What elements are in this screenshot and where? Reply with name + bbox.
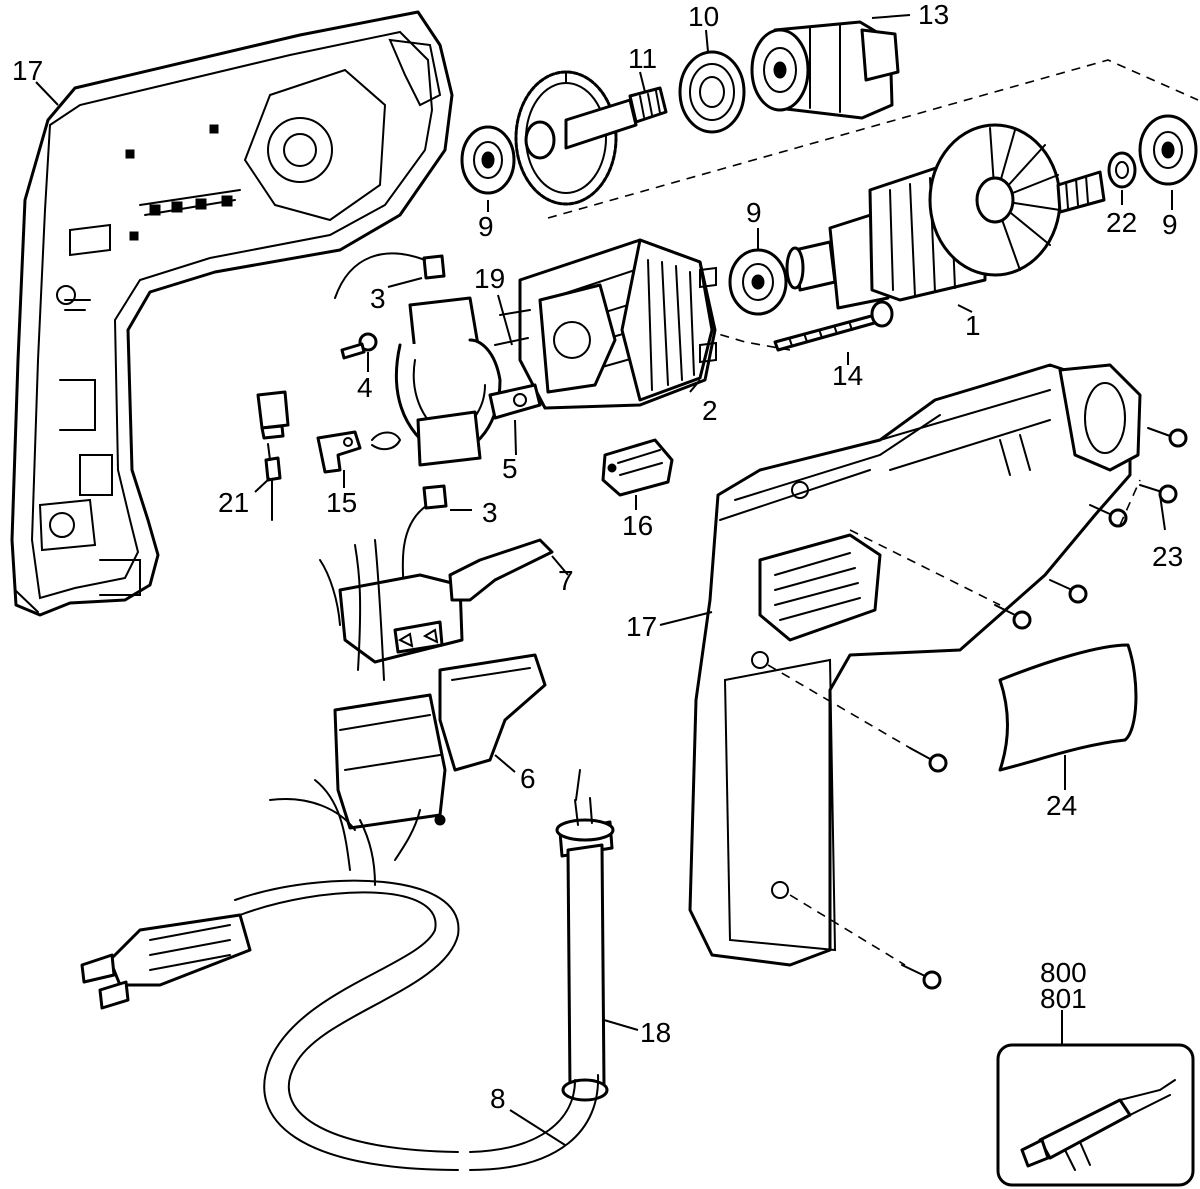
callout-15: 15 <box>326 487 357 518</box>
gear-spindle-11 <box>514 70 668 206</box>
nameplate-24 <box>998 643 1138 772</box>
power-plug <box>80 913 252 1010</box>
bearing-9-left <box>460 125 516 195</box>
callout-23: 23 <box>1152 541 1183 572</box>
leader-lines <box>35 14 1173 1146</box>
brush-clip-15 <box>316 430 402 474</box>
callout-3-upper: 3 <box>370 283 386 314</box>
screw-axis-3 <box>789 894 906 966</box>
callout-labels: 17 9 11 10 13 9 22 9 1 3 19 4 14 2 5 21 … <box>12 0 1183 1114</box>
chuck-13 <box>750 20 900 120</box>
bearing-10 <box>678 50 746 134</box>
assembly-axis-motor <box>704 329 791 351</box>
field-stator-2 <box>494 238 717 410</box>
accessory-inset-800-801 <box>996 1043 1195 1187</box>
brush-holder-5 <box>394 296 542 467</box>
callout-16: 16 <box>622 510 653 541</box>
callout-5: 5 <box>502 453 518 484</box>
armature-1 <box>785 123 1106 310</box>
brush-3-lower <box>401 484 448 611</box>
power-cord-18 <box>234 769 615 1171</box>
callout-17-left: 17 <box>12 55 43 86</box>
callout-801: 801 <box>1040 983 1087 1014</box>
screw-axis-4 <box>1119 479 1141 526</box>
callout-13: 13 <box>918 0 949 30</box>
callout-24: 24 <box>1046 790 1077 821</box>
screw-4 <box>340 332 378 360</box>
screw-axis-2 <box>767 664 911 749</box>
strain-relief-16 <box>601 438 674 497</box>
callout-6: 6 <box>520 763 536 794</box>
callout-21: 21 <box>218 487 249 518</box>
screw-axis-1 <box>849 529 1001 606</box>
bearing-9-right <box>1138 114 1198 186</box>
screw-14 <box>773 300 894 352</box>
callout-10: 10 <box>688 1 719 32</box>
housing-half-right <box>688 363 1142 967</box>
housing-half-left <box>10 10 454 617</box>
callout-14: 14 <box>832 360 863 391</box>
callout-19: 19 <box>474 263 505 294</box>
callout-3-lower: 3 <box>482 497 498 528</box>
callout-18: 18 <box>640 1017 671 1048</box>
switch-cover-7 <box>319 538 554 681</box>
callout-7: 7 <box>558 565 574 596</box>
callout-2: 2 <box>702 395 718 426</box>
housing-screws-23 <box>901 427 1188 990</box>
assembly-axis-top <box>547 59 1199 219</box>
callout-1: 1 <box>965 310 981 341</box>
callout-11: 11 <box>628 43 657 74</box>
callout-9-right: 9 <box>1162 209 1178 240</box>
brush-3-upper <box>334 252 446 299</box>
callout-22: 22 <box>1106 207 1137 238</box>
callout-9-left: 9 <box>478 211 494 242</box>
bearing-9-middle <box>728 248 788 316</box>
callout-4: 4 <box>357 372 373 403</box>
washer-22 <box>1107 151 1137 189</box>
callout-8: 8 <box>490 1083 506 1114</box>
callout-9-middle: 9 <box>746 197 762 228</box>
callout-17-right: 17 <box>626 611 657 642</box>
trigger-switch-6 <box>269 653 547 886</box>
terminal-21 <box>256 390 290 521</box>
callout-800: 800 <box>1040 957 1087 988</box>
